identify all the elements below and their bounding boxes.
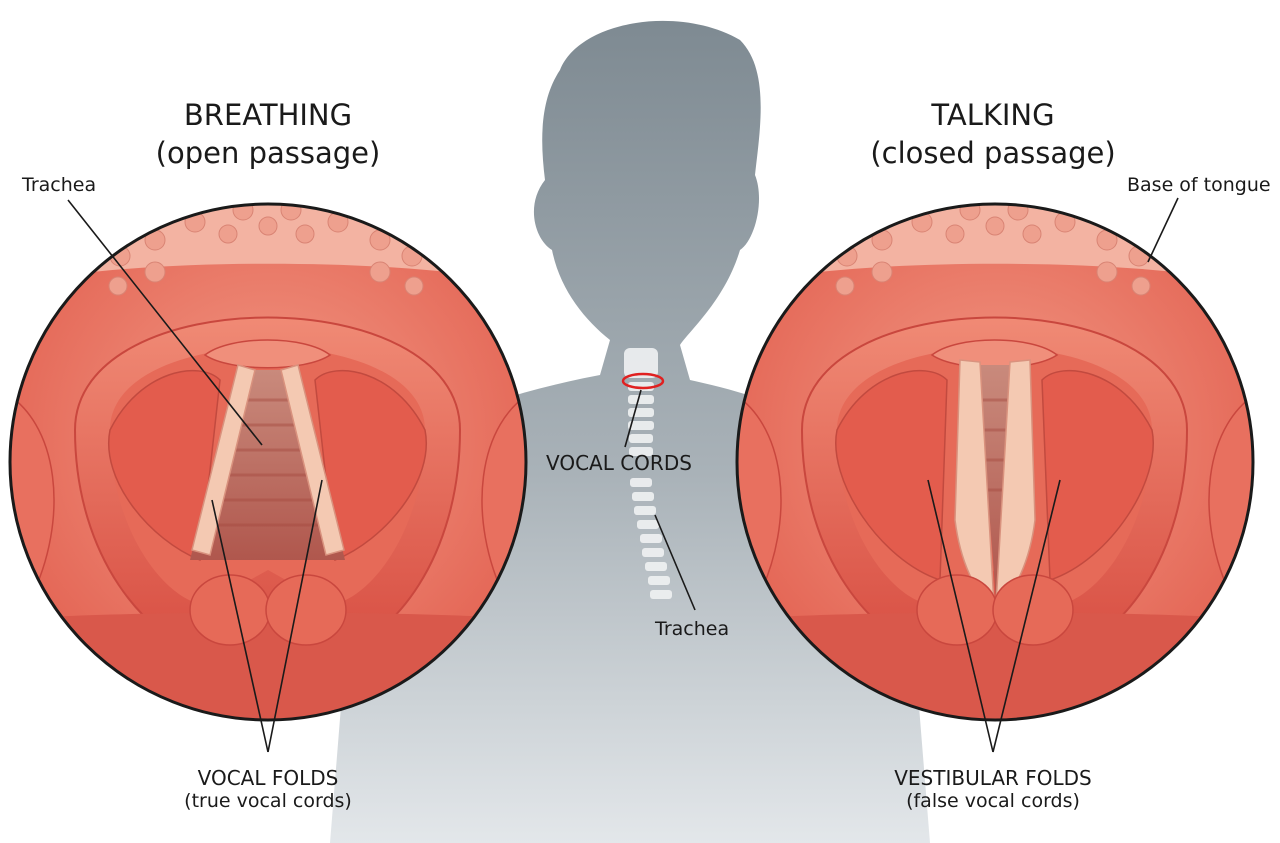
base-of-tongue-label: Base of tongue — [1127, 174, 1271, 196]
vocal-cords-label: VOCAL CORDS — [546, 451, 692, 475]
vestibular-folds-label: VESTIBULAR FOLDS (false vocal cords) — [894, 766, 1092, 812]
breathing-title: BREATHING (open passage) — [156, 96, 381, 172]
vestibular-folds-sub-text: (false vocal cords) — [906, 790, 1080, 812]
breathing-subtitle-text: (open passage) — [155, 136, 381, 170]
talking-title-text: TALKING — [931, 98, 1055, 132]
vocal-folds-sub-text: (true vocal cords) — [184, 790, 352, 812]
breathing-title-text: BREATHING — [183, 98, 353, 132]
vocal-cords-marker — [621, 372, 665, 390]
vocal-folds-label: VOCAL FOLDS (true vocal cords) — [184, 766, 352, 812]
leader-lines — [67, 197, 1179, 753]
vestibular-folds-label-text: VESTIBULAR FOLDS — [894, 766, 1092, 790]
trachea-label-center: Trachea — [655, 618, 730, 640]
trachea-label-left: Trachea — [22, 174, 97, 196]
talking-title: TALKING (closed passage) — [870, 96, 1115, 172]
talking-subtitle-text: (closed passage) — [870, 136, 1116, 170]
vocal-folds-label-text: VOCAL FOLDS — [197, 766, 339, 790]
